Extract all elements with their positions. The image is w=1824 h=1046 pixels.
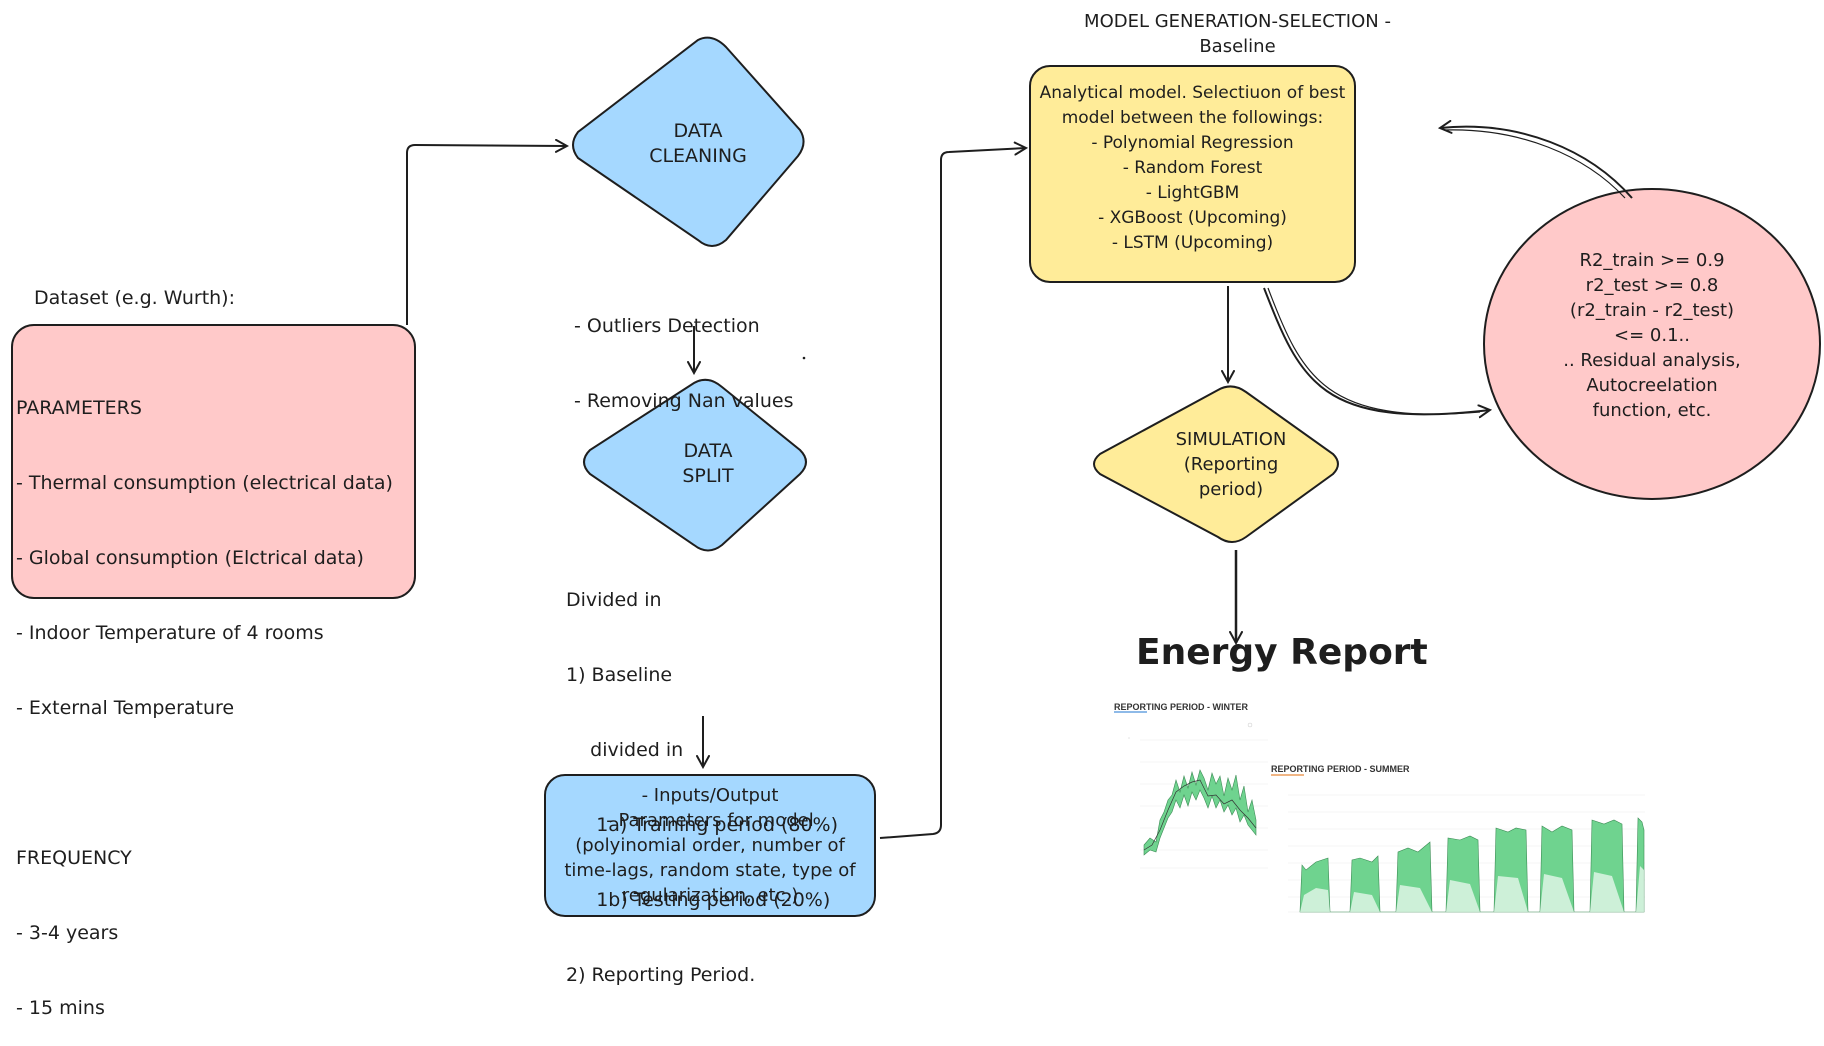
split-title-line: DATA [683, 440, 733, 462]
dataset-label: Dataset (e.g. Wurth): [34, 287, 235, 309]
energy-report-title: Energy Report [1136, 632, 1428, 673]
dataset-line: - 15 mins [16, 997, 105, 1019]
model-header-line: Baseline [1199, 36, 1276, 57]
model-line: - Polynomial Regression [1091, 132, 1294, 153]
arrow-icon [406, 145, 567, 325]
criteria-line: (r2_train - r2_test) [1569, 299, 1735, 321]
dataset-line: PARAMETERS [16, 397, 142, 419]
split-note: 1a) Training period (80%) [566, 814, 839, 836]
inputs-line: time-lags, random state, type of [564, 860, 856, 881]
inputs-box[interactable] [544, 774, 876, 917]
model-line: - Random Forest [1122, 157, 1263, 178]
cleaning-title-line: DATA [673, 120, 723, 142]
model-header-line: MODEL GENERATION-SELECTION - [1084, 11, 1391, 32]
model-line: model between the followings: [1061, 107, 1324, 128]
criteria-ellipse[interactable] [1483, 188, 1821, 500]
inputs-line: (polyinomial order, number of [575, 835, 845, 856]
criteria-line: <= 0.1.. [1614, 324, 1690, 346]
arrow-icon [1263, 287, 1490, 414]
model-line: - LSTM (Upcoming) [1111, 232, 1274, 253]
simulation-line: SIMULATION [1175, 428, 1287, 450]
flow-connectors [11, 36, 1821, 922]
dataset-line: - Thermal consumption (electrical data) [16, 472, 393, 494]
arrow-icon [1267, 287, 1481, 415]
simulation-line: (Reporting [1183, 453, 1279, 475]
simulation-diamond[interactable] [1093, 385, 1339, 543]
criteria-line: Autocreelation [1586, 374, 1718, 396]
model-header: MODEL GENERATION-SELECTION - Baseline [1010, 8, 1465, 60]
criteria-text: R2_train >= 0.9 r2_test >= 0.8 (r2_train… [1510, 240, 1794, 430]
criteria-line: r2_test >= 0.8 [1585, 274, 1719, 296]
data-cleaning-diamond[interactable] [572, 36, 805, 247]
arrow-icon [1444, 129, 1626, 199]
model-text: Analytical model. Selectiuon of best mod… [1030, 70, 1355, 266]
cleaning-note: - Outliers Detection [574, 315, 760, 337]
dataset-box[interactable] [11, 324, 416, 599]
split-title-line: SPLIT [682, 465, 734, 487]
summer-chart-title: REPORTING PERIOD - SUMMER [1271, 764, 1410, 774]
inputs-line: - Parameters for model [606, 810, 814, 831]
split-note: 1) Baseline [566, 664, 673, 686]
winter-chart [1112, 700, 1272, 875]
model-line: Analytical model. Selectiuon of best [1039, 82, 1346, 103]
criteria-line: .. Residual analysis, [1563, 349, 1741, 371]
split-note: divided in [566, 739, 684, 761]
data-split-label: DATA SPLIT [620, 436, 796, 492]
inputs-line: - Inputs/Output [641, 785, 779, 806]
summer-chart [1270, 762, 1650, 922]
cleaning-note: - Removing Nan values [574, 390, 794, 412]
winter-chart-title: REPORTING PERIOD - WINTER [1114, 702, 1249, 712]
dataset-line: - Indoor Temperature of 4 rooms [16, 622, 324, 644]
dataset-line: FREQUENCY [16, 847, 132, 869]
split-note: Divided in [566, 589, 662, 611]
dataset-parameters-text: PARAMETERS - Thermal consumption (electr… [16, 346, 393, 1046]
dataset-line [16, 771, 393, 796]
simulation-line: period) [1198, 478, 1264, 500]
data-split-diamond[interactable] [583, 378, 807, 552]
split-note: 1b) Testing period (20%) [566, 889, 831, 911]
inputs-line: regularization, etc.) [621, 885, 799, 906]
split-note: 2) Reporting Period. [566, 964, 756, 986]
model-line: - LightGBM [1145, 182, 1240, 203]
data-cleaning-label: DATA CLEANING [608, 116, 788, 172]
arrow-icon [879, 148, 1026, 839]
dataset-line: - External Temperature [16, 697, 235, 719]
cleaning-title-line: CLEANING [649, 145, 747, 167]
criteria-line: function, etc. [1592, 399, 1712, 421]
stray-dot [802, 356, 806, 360]
cleaning-notes: - Outliers Detection - Removing Nan valu… [574, 264, 793, 439]
model-box[interactable] [1029, 65, 1356, 283]
criteria-line: R2_train >= 0.9 [1579, 249, 1725, 271]
inputs-text: - Inputs/Output - Parameters for model (… [545, 775, 875, 916]
simulation-text: SIMULATION (Reporting period) [1136, 425, 1326, 503]
dataset-line: - 3-4 years [16, 922, 119, 944]
model-line: - XGBoost (Upcoming) [1098, 207, 1287, 228]
arrow-icon [1440, 127, 1633, 199]
dataset-line: - Global consumption (Elctrical data) [16, 547, 364, 569]
